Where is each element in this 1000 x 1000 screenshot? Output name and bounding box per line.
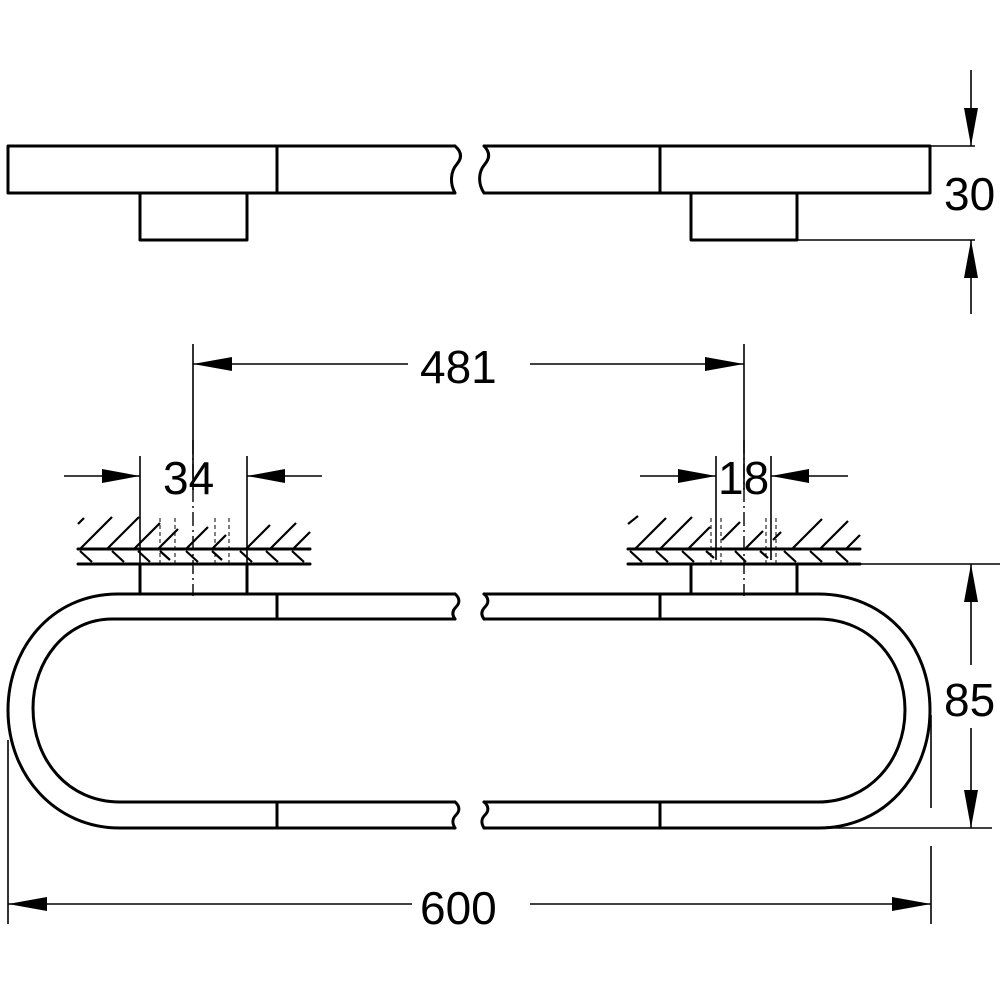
dimension-30: 30: [797, 70, 995, 314]
right-wall-mount: 18: [626, 440, 1000, 596]
wall-hatching-left: [77, 516, 311, 564]
ring-right-outer: [482, 592, 932, 830]
dimension-600: 600: [7, 740, 932, 934]
ring-left-inner: [31, 617, 457, 804]
ring-right-inner: [482, 617, 907, 804]
dimension-85: 85: [818, 564, 995, 829]
dimension-34: 34: [64, 452, 322, 595]
dimension-481-label: 481: [420, 341, 497, 393]
wall-hatching-right: [627, 515, 861, 564]
top-mount-right: [689, 191, 799, 242]
top-bar-left: [6, 144, 462, 195]
top-view: 30: [6, 70, 995, 314]
top-mount-left: [138, 191, 249, 242]
dimension-34-label: 34: [163, 452, 214, 504]
towel-ring-front-view: [6, 592, 932, 830]
dimension-481: 481: [192, 341, 745, 490]
dimension-30-label: 30: [944, 168, 995, 220]
dimension-600-label: 600: [420, 882, 497, 934]
dimension-85-label: 85: [944, 674, 995, 726]
top-bar-right: [478, 144, 932, 195]
left-wall-mount: 34: [64, 440, 322, 596]
ring-left-outer: [6, 592, 457, 830]
